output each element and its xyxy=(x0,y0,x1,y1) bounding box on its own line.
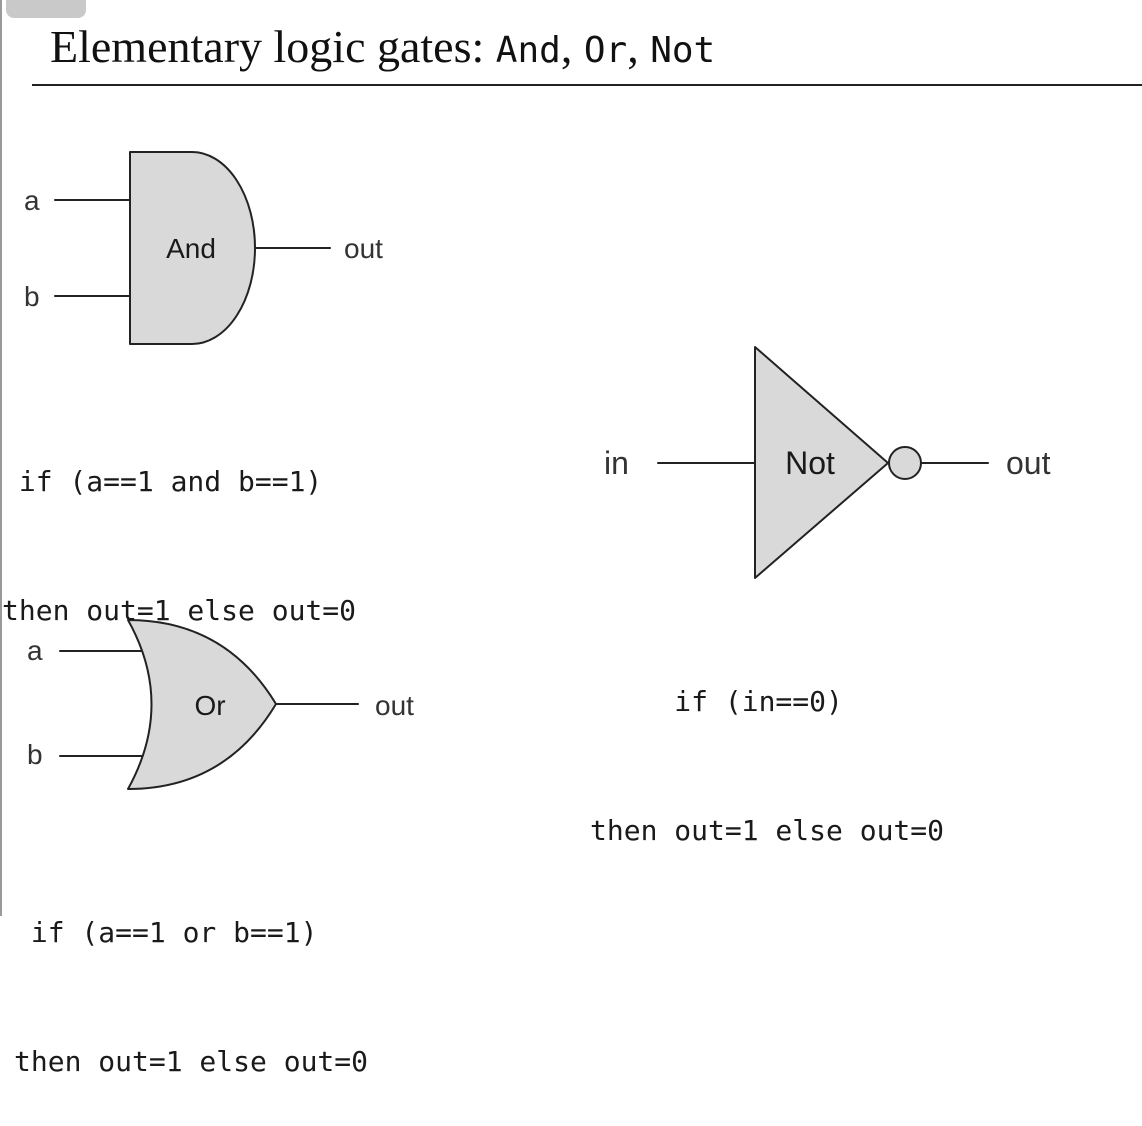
title-and: And xyxy=(495,30,561,71)
or-output-label: out xyxy=(375,690,414,721)
not-gate-body xyxy=(754,346,889,579)
and-code-line-1: if (a==1 and b==1) xyxy=(2,465,323,498)
not-output-label: out xyxy=(1006,445,1051,481)
not-gate xyxy=(657,346,989,579)
or-gate xyxy=(59,619,359,790)
title-sep-2: , xyxy=(627,21,651,72)
or-input-b-label: b xyxy=(27,739,43,770)
or-input-a-label: a xyxy=(27,635,43,666)
title-or: Or xyxy=(583,30,628,71)
and-input-b-label: b xyxy=(24,281,40,312)
title-sep-1: , xyxy=(560,21,584,72)
not-code-line-1: if (in==0) xyxy=(590,685,843,718)
slide-title: Elementary logic gates: And, Or, Not xyxy=(50,20,715,73)
and-output-label: out xyxy=(344,233,383,264)
or-truth-description: if (a==1 or b==1) then out=1 else out=0 xyxy=(14,825,368,1126)
not-code-line-2: then out=1 else out=0 xyxy=(590,814,945,847)
corner-tab xyxy=(6,0,86,18)
and-code-line-2: then out=1 else out=0 xyxy=(2,594,357,627)
or-gate-body xyxy=(127,619,277,790)
title-prefix: Elementary logic gates: xyxy=(50,21,496,72)
not-truth-description: if (in==0) then out=1 else out=0 xyxy=(590,594,944,895)
or-code-line-1: if (a==1 or b==1) xyxy=(14,916,318,949)
or-gate-label: Or xyxy=(194,690,225,721)
title-not: Not xyxy=(650,30,716,71)
not-gate-label: Not xyxy=(785,445,835,481)
or-code-line-2: then out=1 else out=0 xyxy=(14,1045,369,1078)
and-input-a-label: a xyxy=(24,185,40,216)
and-truth-description: if (a==1 and b==1) then out=1 else out=0 xyxy=(2,374,356,675)
and-gate xyxy=(54,151,331,345)
not-inversion-bubble xyxy=(888,446,922,480)
gates-diagram: a b And out a b Or out in Not out xyxy=(24,151,1051,790)
title-rule xyxy=(32,84,1142,86)
left-border xyxy=(0,0,2,916)
and-gate-label: And xyxy=(166,233,216,264)
not-input-label: in xyxy=(604,445,629,481)
and-gate-body xyxy=(129,151,256,345)
